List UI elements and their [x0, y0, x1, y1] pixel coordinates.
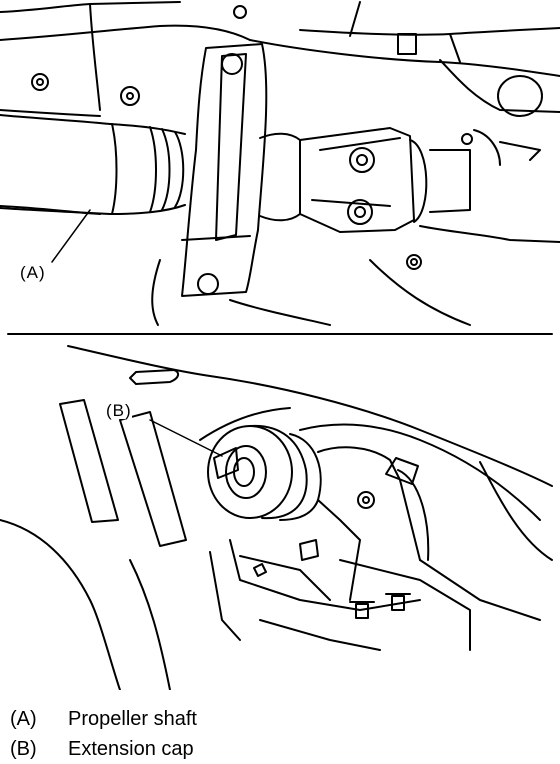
legend-item: (A) Propeller shaft	[10, 704, 197, 734]
legend: (A) Propeller shaft (B) Extension cap	[10, 704, 197, 764]
callout-label-b: (B)	[106, 401, 132, 420]
leader-line-b	[149, 419, 223, 457]
frame-bolt	[31, 5, 473, 270]
legend-key: (A)	[10, 708, 37, 730]
legend-key: (B)	[10, 738, 37, 760]
bottom-panel-extension-cap-view	[0, 345, 553, 690]
top-panel-propeller-shaft-view	[0, 1, 560, 326]
legend-item: (B) Extension cap	[10, 734, 197, 764]
legend-label: Extension cap	[68, 738, 194, 760]
transmission-housing	[209, 446, 541, 651]
leader-line-a	[51, 209, 91, 263]
universal-joint	[259, 127, 471, 233]
legend-label: Propeller shaft	[68, 708, 197, 730]
service-illustration	[0, 1, 560, 690]
center-bearing-bracket	[181, 43, 268, 297]
callout-label-a: (A)	[20, 263, 46, 282]
propeller-shaft	[0, 114, 186, 215]
extension-cap	[207, 424, 322, 521]
